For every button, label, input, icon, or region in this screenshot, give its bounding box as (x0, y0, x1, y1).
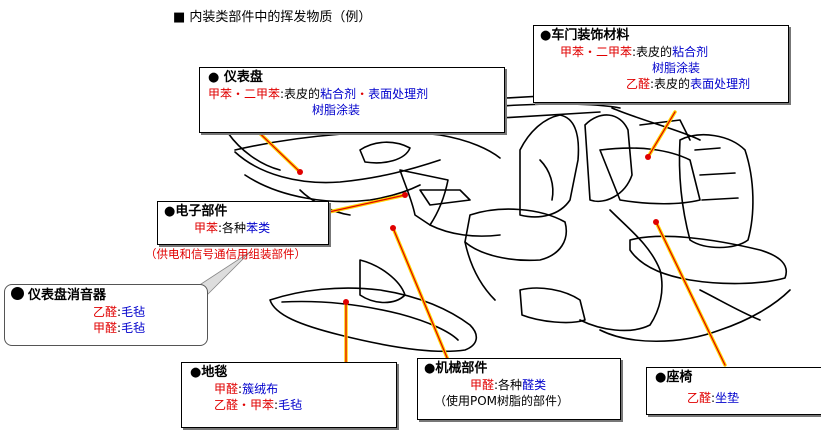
chemical-label: 甲苯・二甲苯 (208, 87, 281, 101)
dot-door (645, 154, 651, 160)
door-line1: 甲苯・二甲苯:表皮的粘合剂 (540, 44, 782, 60)
dot-instrument (297, 169, 303, 175)
dot-seat (653, 219, 659, 225)
material-label: 粘合剂 (320, 87, 357, 101)
separator-text: :各种 (218, 221, 247, 235)
material-label: 毛毡 (121, 305, 146, 319)
center-console (399, 169, 449, 226)
material-label: 表面处理剂 (368, 87, 429, 101)
electronic-line1: 甲苯:各种苯类 (164, 220, 322, 236)
mechanical-heading: ●机械部件 (424, 361, 488, 376)
separator-dot: ・ (356, 87, 369, 101)
rear-seat-back (678, 134, 754, 249)
chemical-label: 甲醛 (470, 378, 495, 392)
chemical-label: 甲苯・二甲苯 (560, 45, 633, 59)
separator-text: : (274, 398, 279, 412)
material-label: 毛毡 (121, 321, 146, 335)
separator-text: :表皮的 (632, 45, 673, 59)
chemical-label: 甲苯 (194, 221, 219, 235)
callout-instrument-panel: ● 仪表盘 甲苯・二甲苯:表皮的粘合剂・表面处理剂 树脂涂装 (199, 67, 505, 133)
chemical-label: 乙醛・甲苯 (214, 398, 275, 412)
front-seat-passenger (584, 114, 633, 202)
callout-door-trim: ●车门装饰材料 甲苯・二甲苯:表皮的粘合剂 树脂涂装 乙醛:表皮的表面处理剂 (533, 25, 789, 103)
material-label: 坐垫 (715, 391, 740, 405)
carpet-heading: ●地毯 (190, 365, 228, 380)
chemical-label: 甲醛 (214, 382, 239, 396)
separator-text: : (711, 391, 716, 405)
instrument-heading: ● 仪表盘 (208, 70, 263, 85)
instrument-cluster (359, 141, 411, 164)
material-label: 苯类 (246, 221, 271, 235)
silencer-line2: 甲醛:毛毡 (11, 320, 201, 336)
bullet-icon (11, 287, 24, 300)
silencer-line1: 乙醛:毛毡 (11, 304, 201, 320)
a-pillar-line (227, 132, 281, 171)
door-heading: ●车门装饰材料 (540, 28, 630, 43)
callout-mechanical-parts: ●机械部件 甲醛:各种醛类 （使用POM树脂的部件） (417, 358, 621, 420)
door-line2: 树脂涂装 (652, 61, 701, 75)
instrument-line1: 甲苯・二甲苯:表皮的粘合剂・表面处理剂 (208, 86, 496, 102)
dot-mechanical (390, 225, 396, 231)
material-label: 粘合剂 (672, 45, 709, 59)
chemical-label: 乙醛 (93, 305, 118, 319)
dashboard-lower (244, 174, 421, 203)
material-label: 醛类 (522, 378, 547, 392)
separator-text: :表皮的 (280, 87, 321, 101)
separator-text: : (238, 382, 243, 396)
roof-pillar-line (611, 107, 701, 141)
chemical-label: 乙醛 (626, 77, 651, 91)
dot-electronic (402, 192, 408, 198)
floor-outline (269, 287, 478, 353)
silencer-heading-text: 仪表盘消音器 (28, 288, 107, 303)
chemical-label: 乙醛 (687, 391, 712, 405)
separator-text: :表皮的 (650, 77, 691, 91)
separator-text: :各种 (494, 378, 523, 392)
instrument-line2: 树脂涂装 (312, 103, 361, 117)
electronic-heading: ●电子部件 (164, 204, 228, 219)
callout-instrument-silencer: 仪表盘消音器 乙醛:毛毡 甲醛:毛毡 (4, 284, 208, 346)
material-label: 簇绒布 (242, 382, 279, 396)
carpet-line2: 乙醛・甲苯:毛毡 (190, 397, 388, 413)
front-seat-driver (519, 114, 580, 218)
silencer-heading: 仪表盘消音器 (11, 287, 201, 304)
material-label: 毛毡 (278, 398, 303, 412)
callout-electronic-parts: ●电子部件 甲苯:各种苯类 (157, 201, 329, 245)
rear-seat-cushion (629, 235, 787, 285)
mechanical-line2: （使用POM树脂的部件） (434, 394, 570, 408)
separator-text: : (117, 305, 122, 319)
page-title: ■ 内装类部件中的挥发物质（例） (173, 10, 372, 25)
door-panel (599, 147, 701, 205)
callout-seat: ●座椅 乙醛:坐垫 (646, 367, 821, 415)
seat-heading: ●座椅 (655, 370, 693, 385)
electronic-note: （供电和信号通信用组装部件） (145, 247, 306, 261)
chemical-label: 甲醛 (93, 321, 118, 335)
material-label: 表面处理剂 (690, 77, 751, 91)
door-line3: 乙醛:表皮的表面处理剂 (540, 76, 782, 92)
carpet-line1: 甲醛:簇绒布 (190, 381, 388, 397)
separator-text: : (117, 321, 122, 335)
callout-carpet: ●地毯 甲醛:簇绒布 乙醛・甲苯:毛毡 (181, 362, 397, 428)
dot-carpet (343, 299, 349, 305)
mechanical-line1: 甲醛:各种醛类 (424, 377, 614, 393)
dashboard-face (234, 151, 441, 184)
seat-line1: 乙醛:坐垫 (655, 386, 815, 406)
